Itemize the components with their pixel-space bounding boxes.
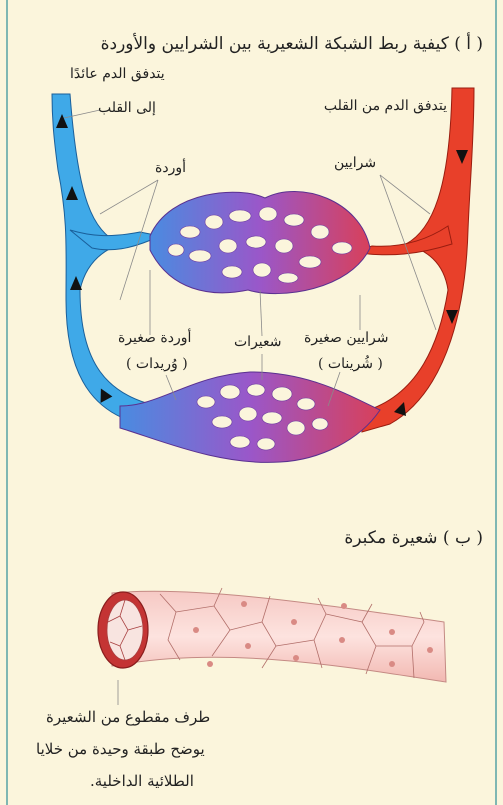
label-venules: أوردة صغيرة bbox=[118, 330, 191, 346]
caption-line-3: الطلائية الداخلية. bbox=[90, 772, 194, 790]
upper-capillary-bed bbox=[150, 191, 370, 293]
label-veins: أوردة bbox=[155, 160, 186, 176]
label-venules-alt: ( وُريدات ) bbox=[126, 356, 188, 372]
label-blood-returning-2: إلى القلب bbox=[98, 100, 156, 116]
part-b-title: ( ب ) شعيرة مكبرة bbox=[344, 528, 483, 548]
lower-capillary-bed bbox=[120, 372, 380, 462]
label-blood-from-heart: يتدفق الدم من القلب bbox=[324, 98, 447, 114]
artery-vessel bbox=[352, 88, 474, 432]
vein-vessel bbox=[52, 94, 168, 428]
label-arterioles: شرايين صغيرة bbox=[304, 330, 389, 346]
caption-line-1: طرف مقطوع من الشعيرة bbox=[46, 708, 210, 726]
label-arteries: شرايين bbox=[334, 155, 376, 171]
part-a-title: ( أ ) كيفية ربط الشبكة الشعيرية بين الشر… bbox=[101, 34, 483, 54]
magnified-capillary bbox=[98, 588, 446, 682]
label-capillaries: شعيرات bbox=[234, 334, 282, 350]
label-blood-returning-1: يتدفق الدم عائدًا bbox=[70, 66, 165, 82]
caption-line-2: يوضح طبقة وحيدة من خلايا bbox=[36, 740, 205, 758]
label-arterioles-alt: ( شُرينات ) bbox=[318, 356, 383, 372]
